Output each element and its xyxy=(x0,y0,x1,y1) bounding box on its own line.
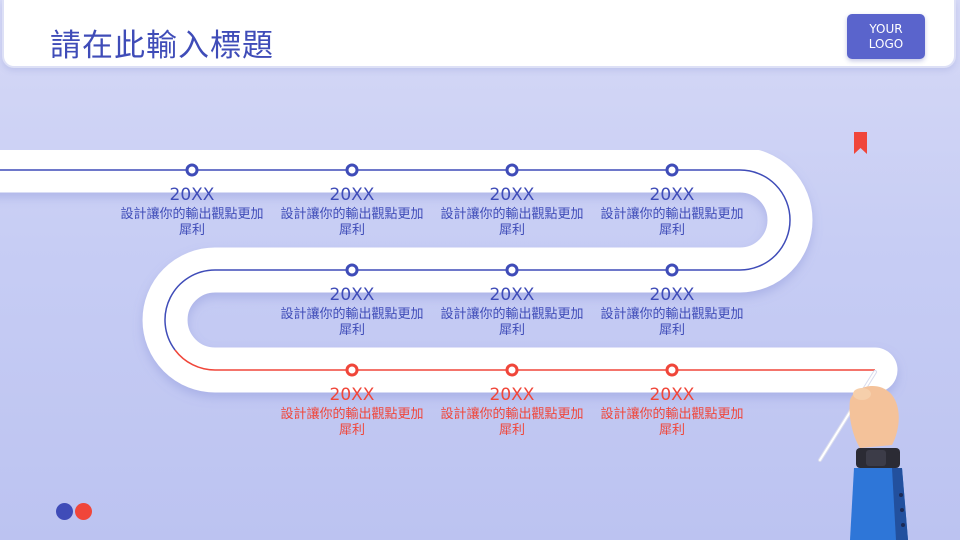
milestone-marker xyxy=(505,163,519,177)
decorative-dot-red xyxy=(75,503,92,520)
timeline-text: 設計讓你的輸出觀點更加犀利 xyxy=(440,407,584,438)
timeline-year: 20XX xyxy=(649,285,695,305)
milestone-markers xyxy=(185,163,679,377)
timeline-text: 設計讓你的輸出觀點更加犀利 xyxy=(280,407,424,438)
timeline-item: 20XX 設計讓你的輸出觀點更加犀利 xyxy=(272,185,432,239)
timeline-year: 20XX xyxy=(329,385,375,405)
milestone-marker xyxy=(665,163,679,177)
timeline-year: 20XX xyxy=(489,185,535,205)
timeline-item: 20XX 設計讓你的輸出觀點更加犀利 xyxy=(432,285,592,339)
road-line-blue xyxy=(0,169,791,351)
milestone-marker xyxy=(345,363,359,377)
timeline-item: 20XX 設計讓你的輸出觀點更加犀利 xyxy=(432,185,592,239)
logo-line-2: LOGO xyxy=(868,36,904,51)
timeline-text: 設計讓你的輸出觀點更加犀利 xyxy=(600,407,744,438)
logo-line-1: YOUR xyxy=(869,21,903,36)
timeline-text: 設計讓你的輸出觀點更加犀利 xyxy=(440,307,584,338)
timeline-item: 20XX 設計讓你的輸出觀點更加犀利 xyxy=(272,285,432,339)
hand-holding-pen-icon xyxy=(818,370,908,540)
timeline-item: 20XX 設計讓你的輸出觀點更加犀利 xyxy=(432,385,592,439)
milestone-marker xyxy=(665,263,679,277)
timeline-item: 20XX 設計讓你的輸出觀點更加犀利 xyxy=(592,185,752,239)
timeline-year: 20XX xyxy=(489,385,535,405)
timeline-item: 20XX 設計讓你的輸出觀點更加犀利 xyxy=(592,385,752,439)
milestone-marker xyxy=(665,363,679,377)
timeline-year: 20XX xyxy=(329,185,375,205)
milestone-marker xyxy=(185,163,199,177)
timeline-item: 20XX 設計讓你的輸出觀點更加犀利 xyxy=(272,385,432,439)
timeline-text: 設計讓你的輸出觀點更加犀利 xyxy=(440,207,584,238)
timeline-year: 20XX xyxy=(169,185,215,205)
road-line-red xyxy=(174,349,875,371)
timeline-year: 20XX xyxy=(649,185,695,205)
milestone-marker xyxy=(505,263,519,277)
timeline-item: 20XX 設計讓你的輸出觀點更加犀利 xyxy=(592,285,752,339)
header-bar: 請在此輸入標題 YOUR LOGO xyxy=(2,0,956,68)
milestone-marker xyxy=(505,363,519,377)
milestone-marker xyxy=(345,263,359,277)
timeline-text: 設計讓你的輸出觀點更加犀利 xyxy=(280,207,424,238)
milestone-marker xyxy=(345,163,359,177)
timeline-year: 20XX xyxy=(649,385,695,405)
logo-placeholder: YOUR LOGO xyxy=(847,14,925,59)
bookmark-icon xyxy=(854,132,867,154)
timeline-year: 20XX xyxy=(329,285,375,305)
timeline-text: 設計讓你的輸出觀點更加犀利 xyxy=(600,207,744,238)
timeline-text: 設計讓你的輸出觀點更加犀利 xyxy=(600,307,744,338)
timeline-text: 設計讓你的輸出觀點更加犀利 xyxy=(120,207,264,238)
timeline-item: 20XX 設計讓你的輸出觀點更加犀利 xyxy=(112,185,272,239)
timeline-year: 20XX xyxy=(489,285,535,305)
decorative-dot-blue xyxy=(56,503,73,520)
timeline-text: 設計讓你的輸出觀點更加犀利 xyxy=(280,307,424,338)
page-title: 請在此輸入標題 xyxy=(50,28,274,64)
